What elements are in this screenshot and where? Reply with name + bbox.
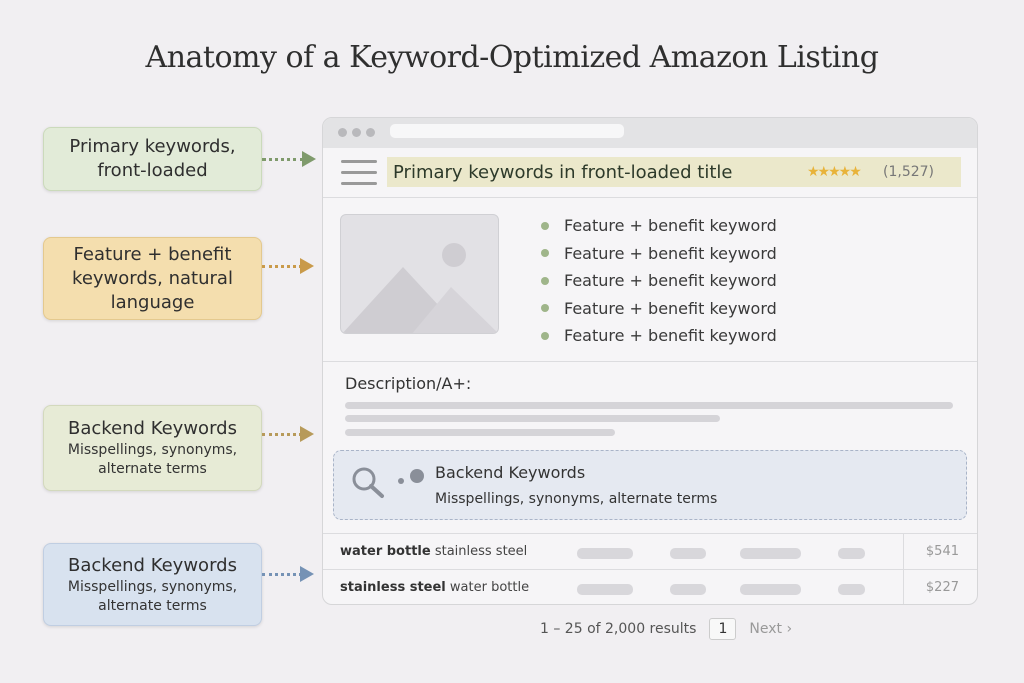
keyword-phrase: water bottle stainless steel	[340, 544, 527, 559]
arrow-connector	[262, 158, 304, 161]
bullet-item: Feature + benefit keyword	[541, 240, 777, 268]
backend-subtext: Misspellings, synonyms, alternate terms	[435, 491, 718, 507]
bullet-dot-icon	[541, 276, 549, 285]
callout-primary-keywords: Primary keywords, front-loaded	[43, 127, 262, 191]
hamburger-menu-icon	[341, 160, 377, 193]
text-line-placeholder	[345, 429, 615, 436]
placeholder-pill	[577, 548, 633, 559]
product-title-row: Primary keywords in front-loaded title ★…	[323, 152, 977, 198]
arrow-connector	[262, 433, 302, 436]
arrow-head-icon	[300, 258, 314, 274]
text-line-placeholder	[345, 415, 720, 422]
price: $227	[903, 570, 977, 604]
product-title: Primary keywords in front-loaded title	[393, 161, 733, 183]
search-result-row: stainless steel water bottle $227	[323, 569, 977, 604]
keyword-rest: water bottle	[445, 580, 530, 595]
placeholder-pill	[670, 584, 706, 595]
placeholder-pill	[670, 548, 706, 559]
callout-subtext: Misspellings, synonyms, alternate terms	[67, 442, 238, 477]
star-rating-icon: ★★★★★	[807, 164, 862, 180]
callout-backend-keywords-search: Backend Keywords Misspellings, synonyms,…	[43, 543, 262, 626]
description-label: Description/A+:	[345, 374, 472, 393]
bullet-item: Feature + benefit keyword	[541, 212, 777, 240]
bullet-text: Feature + benefit keyword	[564, 216, 777, 236]
browser-top-bar	[323, 118, 977, 148]
callout-heading: Backend Keywords	[68, 418, 237, 439]
bullet-item: Feature + benefit keyword	[541, 295, 777, 323]
bullet-item: Feature + benefit keyword	[541, 267, 777, 295]
address-bar	[390, 124, 624, 138]
bullet-dot-icon	[541, 304, 549, 313]
image-placeholder-icon	[340, 214, 499, 334]
price: $541	[903, 534, 977, 570]
arrow-head-icon	[300, 426, 314, 442]
arrow-connector	[262, 265, 302, 268]
placeholder-pill	[740, 548, 801, 559]
results-summary: 1 – 25 of 2,000 results	[540, 621, 697, 637]
bullet-item: Feature + benefit keyword	[541, 322, 777, 350]
placeholder-pill	[838, 548, 865, 559]
callout-heading: Primary keywords, front-loaded	[69, 136, 236, 181]
bullet-text: Feature + benefit keyword	[564, 243, 777, 263]
description-section: Description/A+: Backend Keywords Misspel…	[323, 361, 977, 604]
callout-subtext: Misspellings, synonyms, alternate terms	[67, 578, 238, 614]
placeholder-pill	[838, 584, 865, 595]
window-dot-icon	[352, 128, 361, 137]
feature-bullets: Feature + benefit keyword Feature + bene…	[541, 212, 777, 350]
keyword-phrase: stainless steel water bottle	[340, 580, 529, 595]
keyword-bold: water bottle	[340, 544, 431, 559]
callout-feature-keywords: Feature + benefit keywords, natural lang…	[43, 237, 262, 320]
bullet-dot-icon	[541, 331, 549, 340]
next-page-link[interactable]: Next ›	[749, 621, 793, 637]
search-result-row: water bottle stainless steel $541	[323, 533, 977, 570]
bullet-dot-icon	[541, 249, 549, 258]
callout-heading: Backend Keywords	[68, 554, 237, 576]
diagram-title: Anatomy of a Keyword-Optimized Amazon Li…	[145, 40, 879, 75]
backend-keywords-box: Backend Keywords Misspellings, synonyms,…	[333, 450, 967, 520]
callout-heading: Feature + benefit keywords, natural lang…	[72, 243, 233, 313]
review-count: (1,527)	[883, 164, 935, 180]
placeholder-pill	[577, 584, 633, 595]
window-dot-icon	[338, 128, 347, 137]
search-icon	[352, 467, 424, 498]
backend-heading: Backend Keywords	[435, 463, 586, 482]
bullet-text: Feature + benefit keyword	[564, 298, 777, 318]
arrow-head-icon	[300, 566, 314, 582]
bullet-text: Feature + benefit keyword	[564, 326, 777, 346]
placeholder-pill	[740, 584, 801, 595]
text-line-placeholder	[345, 402, 953, 409]
callout-backend-keywords: Backend Keywords Misspellings, synonyms,…	[43, 405, 262, 491]
page-number-button[interactable]: 1	[709, 618, 737, 640]
keyword-bold: stainless steel	[340, 580, 446, 595]
browser-window-mockup: Primary keywords in front-loaded title ★…	[322, 117, 978, 605]
keyword-rest: stainless steel	[430, 544, 528, 559]
window-dot-icon	[366, 128, 375, 137]
product-title-highlight: Primary keywords in front-loaded title ★…	[387, 157, 961, 187]
bullet-text: Feature + benefit keyword	[564, 271, 777, 291]
pagination: 1 – 25 of 2,000 results 1 Next ›	[540, 618, 792, 640]
arrow-head-icon	[302, 151, 316, 167]
bullet-dot-icon	[541, 221, 549, 230]
arrow-connector	[262, 573, 302, 576]
